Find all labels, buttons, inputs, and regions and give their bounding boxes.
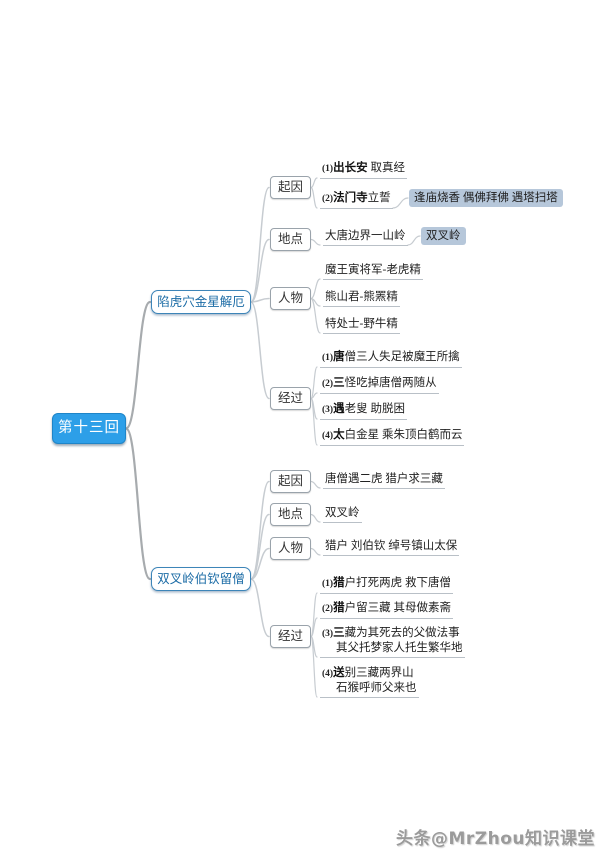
section-cause-2[interactable]: 起因 (270, 470, 312, 493)
leaf-number: (2) (322, 379, 334, 389)
leaf-line-1: (3)三藏为其死去的父做法事 (322, 626, 463, 641)
leaf-line-1: (4)送别三藏两界山 (322, 666, 417, 681)
leaf-number: (2) (322, 194, 334, 204)
leaf-b1-people-2[interactable]: 熊山君-熊罴精 (323, 290, 400, 307)
leaf-number: (2) (322, 604, 334, 614)
section-cause-1[interactable]: 起因 (270, 176, 312, 199)
leaf-bold-text: 太 (333, 429, 345, 441)
leaf-b2-process-1[interactable]: (1)猎户打死两虎 救下唐僧 (320, 576, 453, 594)
leaf-number: (3) (322, 405, 334, 415)
leaf-b1-people-1[interactable]: 魔王寅将军-老虎精 (323, 263, 423, 280)
root-topic[interactable]: 第十三回 (52, 413, 126, 444)
leaf-text: 猎户 刘伯钦 绰号镇山太保 (325, 540, 458, 552)
leaf-b1-process-2[interactable]: (2)三怪吃掉唐僧两随从 (320, 376, 439, 394)
highlight-shuangchaling[interactable]: 双叉岭 (421, 227, 466, 245)
leaf-bold-text: 唐 (333, 351, 345, 363)
leaf-line-2: 其父托梦家人托生繁华地 (336, 642, 463, 654)
leaf-b1-process-1[interactable]: (1)唐僧三人失足被魔王所擒 (320, 350, 462, 368)
leaf-b2-process-3[interactable]: (3)三藏为其死去的父做法事 其父托梦家人托生繁华地 (320, 626, 465, 658)
leaf-text: 僧三人失足被魔王所擒 (344, 351, 460, 363)
leaf-line-2: 石猴呼师父来也 (336, 682, 417, 694)
leaf-b1-process-3[interactable]: (3)遇老叟 助脱困 (320, 402, 407, 420)
leaf-text: 取真经 (367, 162, 405, 174)
leaf-text: 双叉岭 (325, 507, 360, 519)
branch-topic-2[interactable]: 双叉岭伯钦留僧 (151, 567, 251, 591)
leaf-number: (4) (322, 431, 334, 441)
leaf-bold-text: 法门寺 (333, 192, 368, 204)
leaf-bold-text: 三 (333, 627, 345, 639)
branch-topic-1[interactable]: 陷虎穴金星解厄 (151, 290, 251, 314)
section-place-1[interactable]: 地点 (270, 228, 312, 251)
leaf-text: 唐僧遇二虎 猎户求三藏 (325, 473, 443, 485)
leaf-text: 老叟 助脱困 (344, 403, 405, 415)
highlight-temple-vow[interactable]: 逢庙烧香 偶佛拜佛 遇塔扫塔 (409, 189, 563, 207)
leaf-b1-place-1[interactable]: 大唐边界一山岭 (323, 229, 408, 246)
leaf-b1-process-4[interactable]: (4)太白金星 乘朱顶白鹤而云 (320, 428, 465, 446)
leaf-b1-people-3[interactable]: 特处士-野牛精 (323, 317, 400, 334)
leaf-number: (1) (322, 353, 334, 363)
leaf-bold-text: 三 (333, 377, 345, 389)
leaf-text: 藏为其死去的父做法事 (344, 627, 460, 639)
leaf-b2-process-4[interactable]: (4)送别三藏两界山 石猴呼师父来也 (320, 666, 419, 698)
leaf-b1-cause-1[interactable]: (1)出长安 取真经 (320, 161, 407, 179)
leaf-text: 特处士-野牛精 (325, 318, 398, 330)
leaf-number: (3) (322, 629, 334, 639)
section-process-1[interactable]: 经过 (270, 387, 312, 410)
leaf-bold-text: 猎 (333, 577, 345, 589)
leaf-text: 怪吃掉唐僧两随从 (344, 377, 437, 389)
section-place-2[interactable]: 地点 (270, 503, 312, 526)
leaf-text: 魔王寅将军-老虎精 (325, 264, 421, 276)
leaf-number: (1) (322, 164, 334, 174)
leaf-b2-people-1[interactable]: 猎户 刘伯钦 绰号镇山太保 (323, 539, 460, 556)
leaf-number: (1) (322, 579, 334, 589)
leaf-bold-text: 出长安 (333, 162, 368, 174)
section-process-2[interactable]: 经过 (270, 625, 312, 648)
leaf-b2-cause-1[interactable]: 唐僧遇二虎 猎户求三藏 (323, 472, 445, 489)
leaf-text: 户打死两虎 救下唐僧 (344, 577, 451, 589)
leaf-bold-text: 猎 (333, 602, 345, 614)
leaf-text: 熊山君-熊罴精 (325, 291, 398, 303)
leaf-text: 白金星 乘朱顶白鹤而云 (344, 429, 463, 441)
leaf-text: 立誓 (367, 192, 391, 204)
watermark-text: 头条@MrZhou知识课堂 (395, 829, 595, 849)
leaf-b2-process-2[interactable]: (2)猎户留三藏 其母做素斋 (320, 601, 453, 619)
leaf-text: 户留三藏 其母做素斋 (344, 602, 451, 614)
leaf-text: 大唐边界一山岭 (325, 230, 406, 242)
leaf-text: 别三藏两界山 (344, 667, 414, 679)
section-people-1[interactable]: 人物 (270, 287, 312, 310)
leaf-b1-cause-2[interactable]: (2)法门寺立誓 (320, 191, 393, 209)
leaf-b2-place-1[interactable]: 双叉岭 (323, 506, 362, 523)
leaf-bold-text: 送 (333, 667, 345, 679)
leaf-number: (4) (322, 669, 334, 679)
section-people-2[interactable]: 人物 (270, 537, 312, 560)
leaf-bold-text: 遇 (333, 403, 345, 415)
